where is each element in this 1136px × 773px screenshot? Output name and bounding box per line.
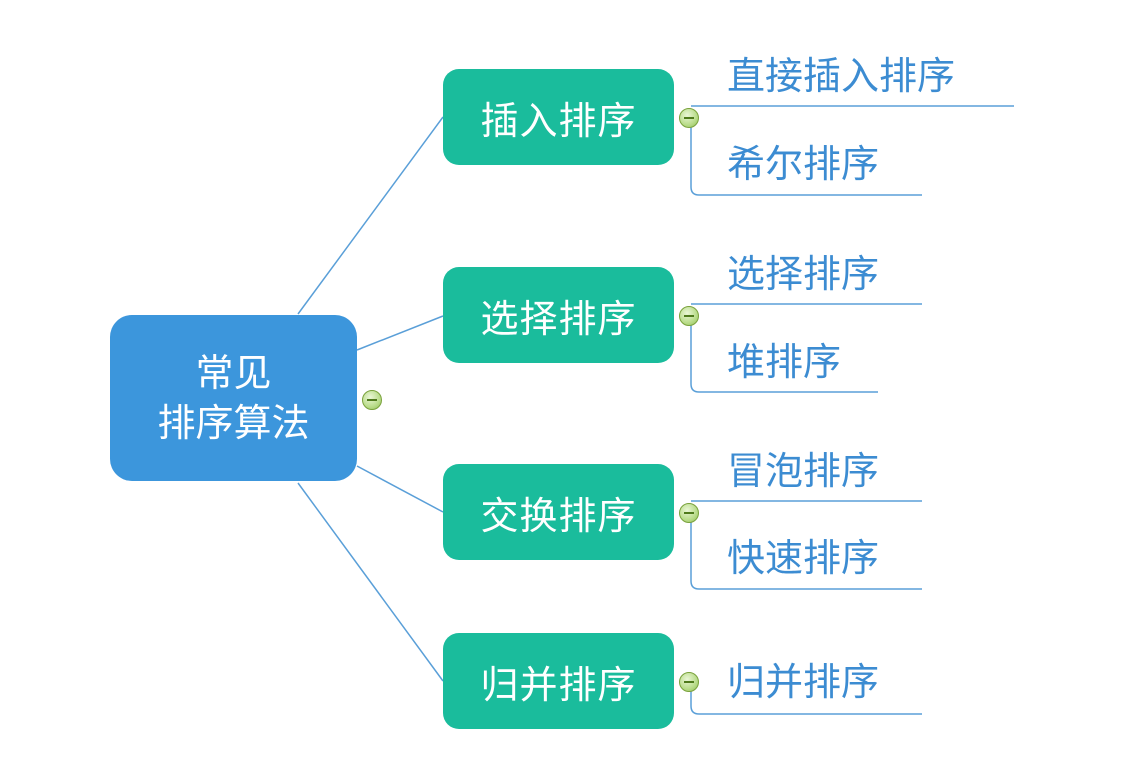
branch-collapse-icon[interactable] — [679, 306, 699, 326]
root-to-branch-line — [297, 482, 444, 682]
leaf-topic[interactable]: 直接插入排序 — [727, 54, 956, 98]
leaf-bracket-line — [690, 316, 878, 393]
root-topic[interactable]: 常见 排序算法 — [110, 315, 357, 481]
branch-topic-insertion[interactable]: 插入排序 — [443, 69, 674, 165]
leaf-topic[interactable]: 快速排序 — [727, 536, 880, 580]
leaf-topic[interactable]: 冒泡排序 — [727, 449, 880, 493]
root-to-branch-line — [356, 315, 444, 351]
branch-topic-exchange[interactable]: 交换排序 — [443, 464, 674, 560]
leaf-bracket-line — [690, 682, 922, 715]
branch-topic-merge[interactable]: 归并排序 — [443, 633, 674, 729]
branch-label: 归并排序 — [480, 662, 637, 707]
leaf-topic[interactable]: 希尔排序 — [727, 142, 880, 186]
root-to-branch-line — [297, 116, 444, 315]
branch-collapse-icon[interactable] — [679, 503, 699, 523]
root-topic-line-1: 常见 — [195, 351, 272, 395]
branch-label: 插入排序 — [480, 98, 637, 143]
branch-collapse-icon[interactable] — [679, 108, 699, 128]
leaf-bracket-line — [690, 512, 922, 590]
leaf-bracket-line — [690, 117, 922, 196]
branch-topic-selection[interactable]: 选择排序 — [443, 267, 674, 363]
root-to-branch-line — [356, 465, 444, 513]
leaf-topic[interactable]: 归并排序 — [727, 660, 880, 704]
root-collapse-icon[interactable] — [362, 390, 382, 410]
leaf-topic[interactable]: 选择排序 — [727, 252, 880, 296]
leaf-topic[interactable]: 堆排序 — [727, 340, 842, 384]
branch-label: 交换排序 — [480, 493, 637, 538]
root-topic-line-2: 排序算法 — [157, 401, 310, 445]
branch-collapse-icon[interactable] — [679, 672, 699, 692]
branch-label: 选择排序 — [480, 296, 637, 341]
